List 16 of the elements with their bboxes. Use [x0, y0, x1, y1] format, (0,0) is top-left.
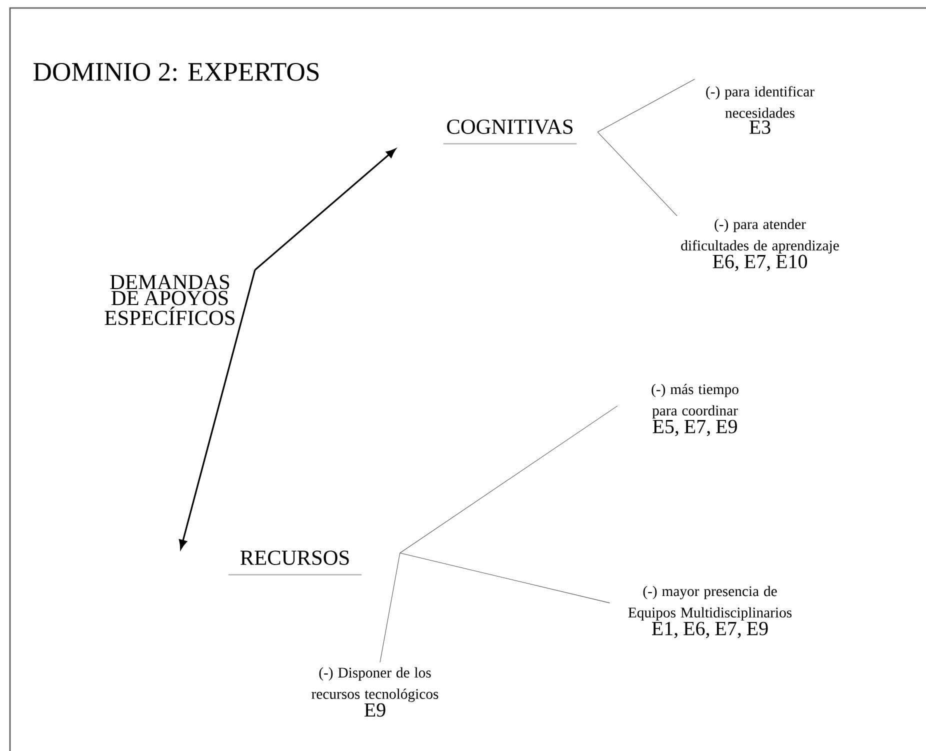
connector-line	[597, 78, 695, 132]
item-text: (-) para atender dificultades de aprendizaje E6, E7, E10	[681, 218, 839, 272]
arrow	[179, 270, 256, 550]
connector-line	[597, 132, 678, 216]
item-text: (-) más tiempo para coordinar E5, E7, E9	[652, 384, 738, 436]
arrow	[254, 148, 396, 271]
item-text: (-) mayor presencia de Equipos Multidisciplinarios E1, E6, E7, E9	[628, 586, 792, 638]
connector-line	[400, 406, 618, 554]
category-heading: COGNITIVAS	[443, 120, 577, 144]
item-text: (-) Disponer de los recursos tecnológicos E9	[312, 667, 438, 717]
connector-line	[400, 552, 610, 604]
text-label: DEMANDAS DE APOYOS ESPECÍFICOS	[104, 274, 234, 326]
item-text: (-) para identificar necesidades E3	[706, 86, 814, 134]
connector-line	[380, 552, 400, 663]
category-heading: RECURSOS	[228, 550, 362, 576]
title: DOMINIO 2: EXPERTOS	[33, 63, 319, 82]
